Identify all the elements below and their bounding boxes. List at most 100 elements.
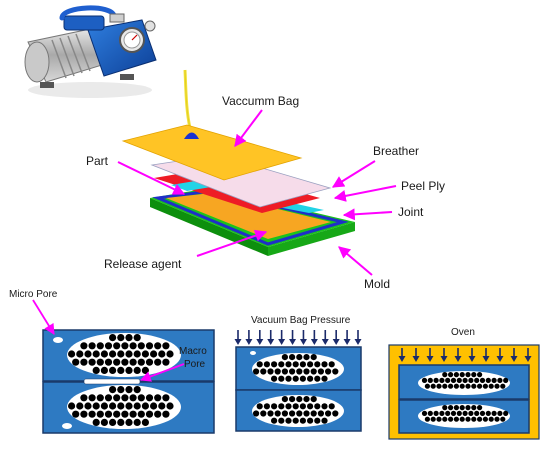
fiber-dot bbox=[503, 410, 509, 416]
fiber-dot bbox=[445, 377, 451, 383]
fiber-dot bbox=[292, 361, 299, 368]
fiber-dot bbox=[299, 361, 306, 368]
fiber-dot bbox=[113, 342, 121, 350]
label-micro-pore: Micro Pore bbox=[9, 289, 58, 300]
fiber-dot bbox=[129, 358, 137, 366]
fiber-dot bbox=[121, 394, 129, 402]
fiber-dot bbox=[117, 418, 125, 426]
fiber-dot bbox=[474, 410, 480, 416]
fiber-dot bbox=[253, 410, 260, 417]
fiber-dot bbox=[427, 377, 433, 383]
pressure-arrow-head bbox=[398, 356, 406, 362]
fiber-dot bbox=[96, 410, 104, 418]
label-mold: Mold bbox=[364, 277, 390, 291]
pressure-arrow-head bbox=[343, 339, 351, 345]
fiber-dot bbox=[125, 350, 133, 358]
fiber-dot bbox=[162, 358, 170, 366]
fiber-dot bbox=[459, 383, 465, 389]
fiber-dot bbox=[109, 386, 117, 394]
fiber-dot bbox=[314, 417, 321, 424]
fiber-dot bbox=[117, 350, 125, 358]
release-agent-layer bbox=[166, 193, 331, 239]
fiber-dot bbox=[166, 402, 174, 410]
label-peel-ply: Peel Ply bbox=[401, 179, 445, 193]
fiber-dot bbox=[477, 372, 483, 378]
fiber-dot bbox=[125, 386, 133, 394]
fiber-dot bbox=[281, 396, 288, 403]
fiber-dot bbox=[436, 383, 442, 389]
arrow-breather bbox=[331, 160, 376, 188]
fiber-dot bbox=[488, 383, 494, 389]
fiber-dot bbox=[113, 358, 121, 366]
fiber-dot bbox=[162, 394, 170, 402]
fiber-dot bbox=[450, 410, 457, 416]
fiber-dot bbox=[456, 410, 462, 416]
fiber-dot bbox=[278, 375, 285, 382]
fiber-dot bbox=[310, 368, 317, 375]
fiber-dot bbox=[285, 403, 292, 410]
fiber-dot bbox=[421, 410, 428, 416]
fiber-dot bbox=[471, 372, 477, 378]
fiber-dot bbox=[100, 350, 108, 358]
fiber-dot bbox=[88, 342, 96, 350]
fiber-dot bbox=[332, 368, 339, 375]
micro-pore-mark-bottom bbox=[62, 423, 72, 429]
fiber-dot bbox=[500, 383, 506, 389]
fiber-dot bbox=[289, 354, 296, 361]
fiber-dot bbox=[274, 368, 281, 375]
fiber-dot bbox=[321, 375, 328, 382]
fiber-dot bbox=[503, 377, 509, 383]
fiber-dot bbox=[92, 350, 100, 358]
fiber-dot bbox=[133, 386, 141, 394]
fiber-dot bbox=[104, 394, 113, 402]
fiber-dot bbox=[471, 416, 477, 422]
fiber-dot bbox=[263, 361, 270, 368]
fiber-dot bbox=[500, 416, 506, 422]
fiber-dot bbox=[145, 394, 154, 402]
pressure-arrow-head bbox=[482, 356, 490, 362]
fiber-dot bbox=[104, 358, 113, 366]
fiber-dot bbox=[296, 410, 303, 417]
fiber-dot bbox=[448, 372, 454, 378]
fiber-dot bbox=[271, 375, 278, 382]
fiber-dot bbox=[439, 410, 445, 416]
fiber-dot bbox=[321, 361, 328, 368]
fiber-dots-panel3-bottom bbox=[421, 405, 509, 422]
panel-oven bbox=[388, 344, 540, 440]
fiber-dot bbox=[80, 358, 88, 366]
fiber-dot bbox=[121, 410, 129, 418]
fiber-dot bbox=[442, 405, 448, 411]
fiber-dot bbox=[450, 377, 457, 383]
arrow-part bbox=[117, 161, 186, 195]
fiber-dot bbox=[150, 350, 158, 358]
pressure-arrow-head bbox=[321, 339, 329, 345]
fiber-dot bbox=[430, 383, 436, 389]
label-breather: Breather bbox=[373, 144, 419, 158]
fiber-dot bbox=[459, 405, 465, 411]
pressure-arrow-head bbox=[332, 339, 340, 345]
fiber-dot bbox=[303, 410, 310, 417]
pressure-arrow-head bbox=[289, 339, 297, 345]
pressure-arrow-head bbox=[354, 339, 362, 345]
fiber-dot bbox=[271, 403, 278, 410]
pressure-arrows-vacuum bbox=[234, 330, 362, 345]
vacuum-pump-illustration bbox=[24, 5, 157, 98]
fiber-dot bbox=[442, 372, 448, 378]
fiber-dot bbox=[303, 396, 310, 403]
fiber-dot bbox=[162, 410, 170, 418]
fiber-dot bbox=[296, 368, 303, 375]
fiber-dot bbox=[299, 403, 306, 410]
label-release-agent: Release agent bbox=[104, 257, 182, 271]
fiber-dot bbox=[321, 417, 328, 424]
fiber-dot bbox=[479, 377, 486, 383]
label-part: Part bbox=[86, 154, 109, 168]
fiber-dot bbox=[117, 402, 125, 410]
arrow-peel-ply bbox=[333, 185, 397, 202]
fiber-dot bbox=[109, 402, 117, 410]
fiber-dot bbox=[421, 377, 428, 383]
fiber-dot bbox=[453, 383, 459, 389]
fiber-dot bbox=[303, 368, 310, 375]
fiber-dot bbox=[445, 410, 451, 416]
fiber-dot bbox=[465, 405, 471, 411]
fiber-dot bbox=[465, 372, 471, 378]
